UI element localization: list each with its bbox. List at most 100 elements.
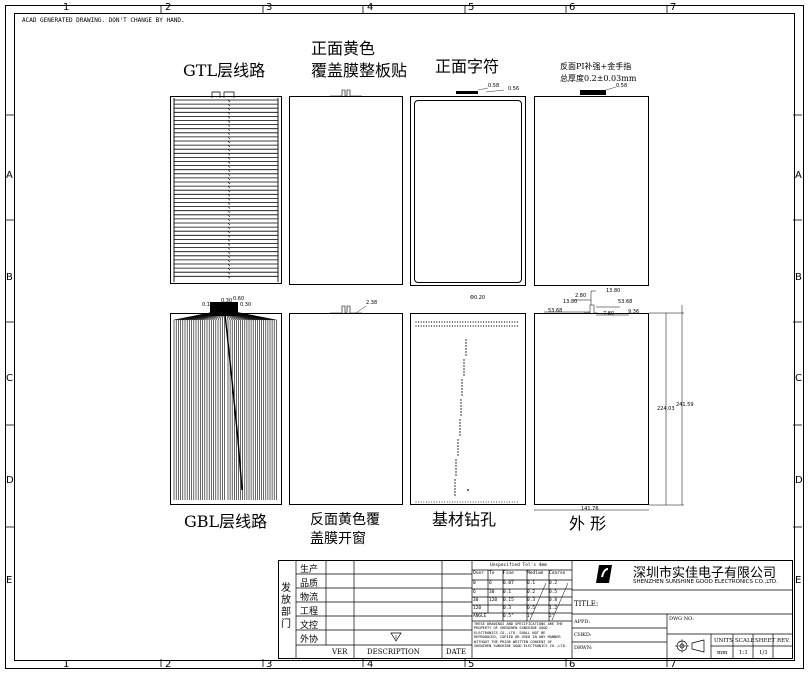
gtl-trace-via [227,226,231,230]
gbl-trace-left [217,311,223,500]
drill-hole [460,402,462,404]
gtl-trace-via [227,214,231,218]
gbl-trace-right [228,311,241,500]
front-silk-pads [456,87,505,94]
gtl-trace-via [227,194,231,197]
dept-outsource: 外协 [300,635,319,645]
drill-hole [472,325,474,327]
outline-dim-8: 224.03 [657,406,675,412]
row-label-c-right: C [795,373,802,384]
tol-cell: 0.5 [549,590,558,595]
drill-hole [441,501,443,503]
row-label-a-right: A [795,170,802,181]
row-label-d-right: D [795,475,803,486]
drill-hole [460,405,462,407]
drill-hole [415,321,417,323]
drill-hole [467,501,469,503]
drill-hole [485,325,487,327]
back-stiffener-caption-2: 总厚度0.2±0.03mm [560,74,637,83]
col-label-6: 6 [569,2,576,13]
drill-hole [477,501,479,503]
gtl-trace-via [227,251,231,254]
drill-hole [459,431,461,433]
gbl-dim-3: 0.60 [233,296,245,302]
drill-hole [503,321,505,323]
drill-hole [446,501,448,503]
drill-hole [463,374,465,376]
drill-hole [501,501,503,503]
drill-hole [483,325,485,327]
drill-hole [444,325,446,327]
outline-dim-10: 141.76 [581,506,599,512]
gtl-trace-via [227,267,231,271]
drill-hole [514,325,516,327]
inner-border [14,13,795,661]
gtl-trace-via [227,136,231,140]
drill-hole [488,501,490,503]
gbl-trace-left [204,311,220,500]
row-label-b: B [6,272,13,283]
gtl-trace-via [227,169,231,172]
row-label-e: E [6,575,13,586]
drawing-note: ACAD GENERATED DRAWING. DON'T CHANGE BY … [22,17,185,24]
outline-dim-9: 241.59 [676,402,694,408]
drill-hole [457,501,459,503]
drill-hole [477,321,479,323]
back-cover-view [289,313,403,505]
drill-hole [514,501,516,503]
drill-hole [446,325,448,327]
drill-hole [425,325,427,327]
drill-hole [415,325,417,327]
drill-hole [470,501,472,503]
drill-hole [460,411,462,413]
dept-engineering: 工程 [300,607,319,617]
gbl-trace-right [230,311,252,500]
gbl-trace-right [226,311,235,500]
dwg-no-label: DWG NO: [669,616,694,622]
drill-hole [436,325,438,327]
gbl-dim-4: 0.30 [240,302,252,308]
drill-hole [462,321,464,323]
col-label-6-bottom: 6 [569,659,576,670]
outline-dim-3: 13.80 [563,299,578,305]
front-cover-caption-1: 正面黄色 [311,39,376,58]
gbl-layer-view [170,313,282,505]
gtl-trace-via [227,181,231,185]
gtl-trace-via [227,116,231,119]
dept-production: 生产 [300,565,319,575]
drill-hole [428,325,430,327]
gtl-trace-via [227,165,231,168]
drill-hole [462,325,464,327]
gbl-trace-right [235,311,277,500]
drill-hole [485,321,487,323]
gbl-trace-left [215,311,222,500]
drill-hole [418,321,420,323]
gtl-trace-via [227,161,231,164]
drill-hole [454,491,456,493]
drill-hole [444,321,446,323]
row-label-d: D [6,475,14,486]
gbl-trace-right [227,311,237,500]
gbl-trace-left [202,311,220,500]
drill-hole [415,501,417,503]
gtl-trace-via [227,239,231,242]
drill-hole [425,321,427,323]
gtl-trace-via [227,210,231,213]
drill-hole [449,321,451,323]
drill-hole [464,501,466,503]
drill-hole [490,325,492,327]
drill-hole [506,501,508,503]
chkd-label: CHKD: [574,632,592,638]
tol-header-cell: Coarse [549,571,566,576]
gbl-trace-left [213,311,222,500]
drill-hole [475,321,477,323]
tol-cell: 0.3 [503,606,512,611]
drill-hole [420,501,422,503]
drill-hole [455,465,457,467]
drill-hole [457,321,459,323]
drill-hole [454,482,456,484]
gbl-trace-left [200,311,219,500]
col-label-7-bottom: 7 [670,659,677,670]
drill-hole [451,501,453,503]
